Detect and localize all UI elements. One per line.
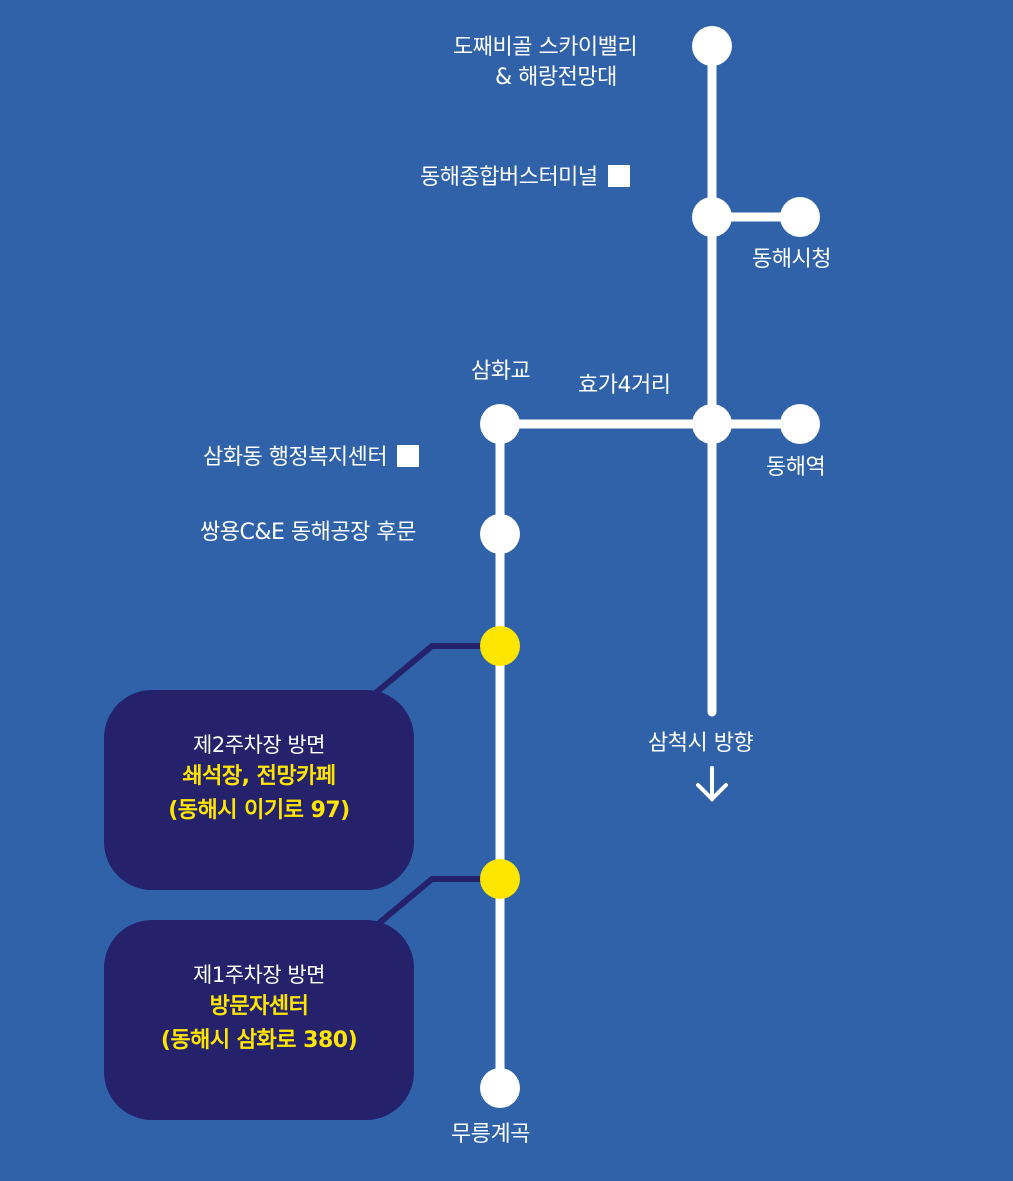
node-hyoga (692, 404, 732, 444)
node-bus-terminal (692, 197, 732, 237)
node-samhwagyo (480, 404, 520, 444)
parking2-connector (370, 643, 500, 699)
label-mureung: 무릉계곡 (451, 1122, 530, 1147)
label-samcheok: 삼척시 방향 (648, 731, 754, 756)
parking1-name: 방문자센터 (209, 994, 309, 1019)
welfare-text: 삼화동 행정복지센터 (203, 445, 388, 470)
label-top-line2: & 해랑전망대 (495, 65, 617, 90)
bus-terminal-text: 동해종합버스터미널 (420, 165, 598, 190)
label-hyoga: 효가4거리 (578, 373, 671, 398)
white-square-icon (397, 445, 420, 467)
node-parking1 (480, 859, 520, 899)
callout-connectors (370, 643, 500, 932)
node-mureung (480, 1068, 520, 1108)
label-welfare: 삼화동 행정복지센터 (203, 444, 420, 472)
route-nodes (480, 26, 820, 1108)
white-square-icon (607, 165, 630, 187)
label-ssangyong: 쌍용C&E 동해공장 후문 (200, 520, 416, 545)
node-top (692, 26, 732, 66)
arrow-down-icon (696, 766, 728, 802)
parking1-callout: 제1주차장 방면 방문자센터 (동해시 삼화로 380) (104, 920, 414, 1120)
node-city-hall (780, 197, 820, 237)
label-top: 도째비골 스카이밸리 (453, 35, 638, 60)
node-donghae-station (780, 404, 820, 444)
route-lines (495, 41, 805, 1093)
label-bus-terminal: 동해종합버스터미널 (420, 164, 630, 192)
parking1-connector (370, 876, 500, 932)
label-donghae-station: 동해역 (766, 455, 826, 480)
parking2-title: 제2주차장 방면 (193, 733, 325, 757)
label-samhwagyo: 삼화교 (471, 359, 531, 384)
node-parking2 (480, 626, 520, 666)
parking2-address: (동해시 이기로 97) (168, 798, 350, 823)
node-ssangyong (480, 514, 520, 554)
parking2-callout: 제2주차장 방면 쇄석장, 전망카페 (동해시 이기로 97) (104, 690, 414, 890)
parking1-title: 제1주차장 방면 (193, 963, 325, 987)
parking2-name: 쇄석장, 전망카페 (182, 764, 336, 789)
parking1-address: (동해시 삼화로 380) (160, 1028, 358, 1053)
label-city-hall: 동해시청 (752, 247, 831, 272)
